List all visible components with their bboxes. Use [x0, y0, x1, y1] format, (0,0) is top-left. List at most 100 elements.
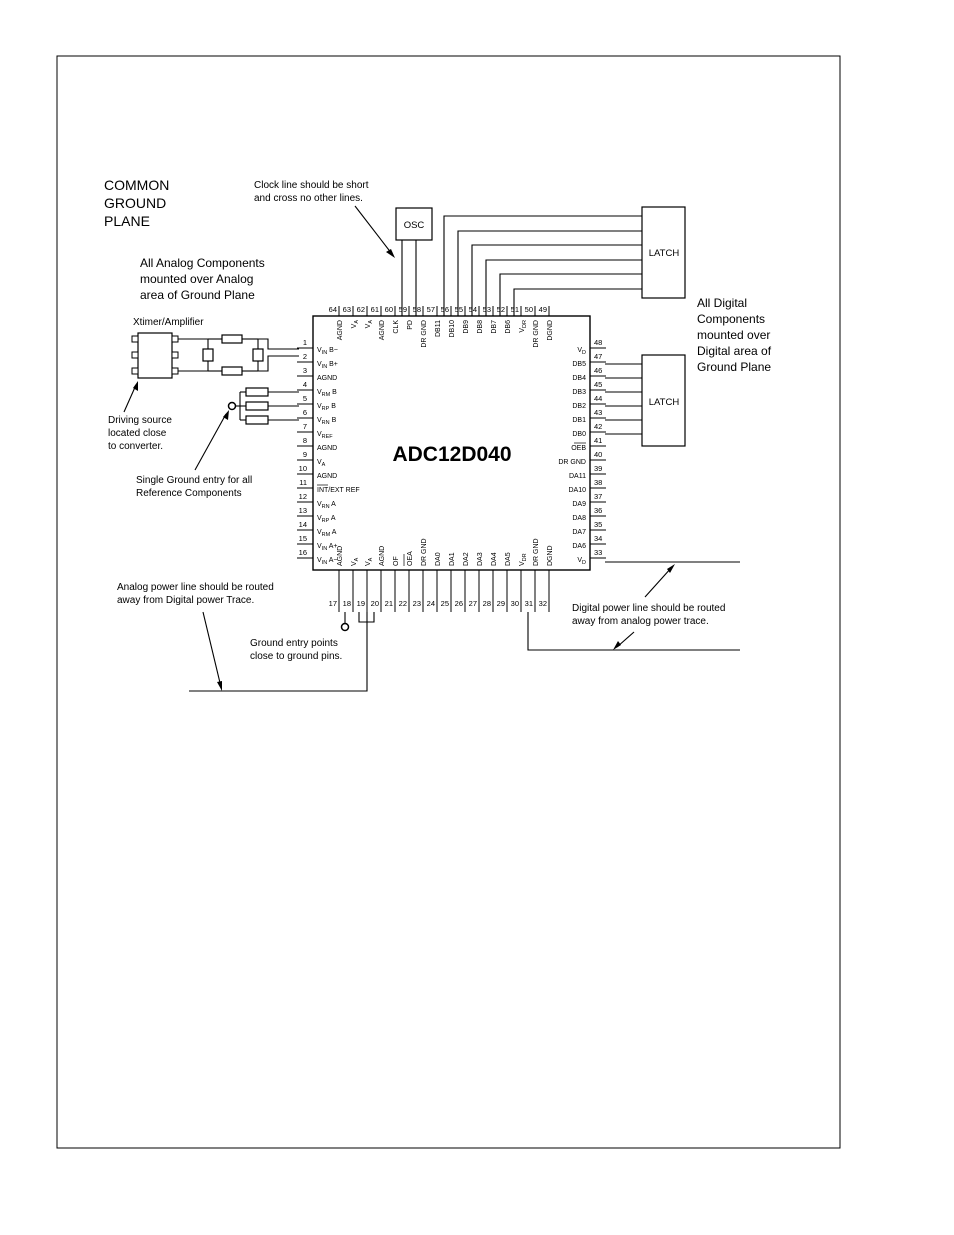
- osc-label: OSC: [404, 220, 425, 231]
- right-pin-signal: DA11: [569, 473, 586, 480]
- right-pin-number: 45: [594, 380, 602, 389]
- right-pin-number: 33: [594, 548, 602, 557]
- bottom-pin-signal: VA: [365, 557, 374, 566]
- bottom-pin-signal: DA2: [463, 552, 470, 566]
- bottom-pin-number: 32: [539, 599, 547, 608]
- digital-note-line-3: mounted over: [697, 328, 770, 342]
- ground-entry-line-2: close to ground pins.: [250, 651, 342, 662]
- left-pin-number: 4: [303, 380, 307, 389]
- top-pin-number: 56: [441, 305, 449, 314]
- top-pin-signal: DB10: [449, 320, 456, 338]
- digital-note-line-4: Digital area of: [697, 344, 772, 358]
- left-pin-signal: VRP B: [317, 403, 336, 412]
- bottom-pin-number: 25: [441, 599, 449, 608]
- left-pin-signal: AGND: [317, 473, 337, 480]
- right-pin-number: 47: [594, 352, 602, 361]
- left-pin-signal: VIN B+: [317, 361, 338, 370]
- pin19-bracket: [358, 612, 375, 623]
- top-pin-number: 64: [329, 305, 337, 314]
- digital-power-arrowhead-down: [613, 641, 621, 650]
- left-pin-number: 6: [303, 408, 307, 417]
- bottom-pin-number: 18: [343, 599, 351, 608]
- clock-note-line-1: Clock line should be short: [254, 180, 369, 191]
- left-pin-signal: AGND: [317, 375, 337, 382]
- right-pin-signal: DR GND: [558, 459, 586, 466]
- top-pin-number: 59: [399, 305, 407, 314]
- top-pin-signal: DB11: [435, 320, 442, 337]
- top-pin-number: 52: [497, 305, 505, 314]
- bottom-pin-signal: DA0: [435, 552, 442, 566]
- left-pin-signal: VIN A−: [317, 557, 338, 566]
- right-pin-number: 44: [594, 394, 602, 403]
- driving-source-arrowhead: [133, 381, 138, 391]
- analog-power-arrowhead: [217, 681, 222, 691]
- bottom-pin-signal: OF: [393, 556, 400, 566]
- bottom-pin-number: 31: [525, 599, 533, 608]
- right-pin-number: 42: [594, 422, 602, 431]
- left-pin-number: 14: [299, 520, 307, 529]
- single-ground-line-1: Single Ground entry for all: [136, 475, 252, 486]
- top-pin-signal: AGND: [379, 320, 386, 340]
- digital-power-arrow-up: [644, 566, 673, 598]
- right-pin-signal: DA7: [572, 529, 586, 536]
- left-pin-signal: VA: [317, 459, 326, 468]
- clock-note-line-2: and cross no other lines.: [254, 193, 363, 204]
- right-pin-number: 35: [594, 520, 602, 529]
- top-pin-number: 54: [469, 305, 477, 314]
- left-pin-number: 16: [299, 548, 307, 557]
- right-pin-number: 40: [594, 450, 602, 459]
- right-pin-signal: DA8: [572, 515, 586, 522]
- top-pin-number: 60: [385, 305, 393, 314]
- bottom-pin-number: 27: [469, 599, 477, 608]
- left-pin-number: 15: [299, 534, 307, 543]
- right-pin-signal: DA10: [568, 487, 586, 494]
- bottom-pin-number: 23: [413, 599, 421, 608]
- bottom-pin-number: 22: [399, 599, 407, 608]
- adc-chip-body: [312, 315, 591, 571]
- right-pin-signal: VD: [577, 557, 586, 566]
- latch-right-box: [641, 354, 686, 447]
- left-pin-signal: VRN A: [317, 501, 336, 510]
- left-pin-number: 5: [303, 394, 307, 403]
- digital-note-line-1: All Digital: [697, 296, 747, 310]
- xtimer-label: Xtimer/Amplifier: [133, 317, 204, 328]
- left-pin-number: 3: [303, 366, 307, 375]
- bottom-pin-number: 17: [329, 599, 337, 608]
- top-pin-number: 49: [539, 305, 547, 314]
- right-pin-signal: DB4: [572, 375, 586, 382]
- left-pin-signal: AGND: [317, 445, 337, 452]
- left-pin-number: 7: [303, 422, 307, 431]
- bottom-pin-number: 29: [497, 599, 505, 608]
- driving-source-arrow: [123, 384, 137, 413]
- top-pin-signal: VDR: [519, 320, 528, 333]
- ground-entry-line-1: Ground entry points: [250, 638, 338, 649]
- right-pin-number: 43: [594, 408, 602, 417]
- single-ground-line-2: Reference Components: [136, 488, 242, 499]
- analog-note-line-2: mounted over Analog: [140, 272, 253, 286]
- analog-note-line-3: area of Ground Plane: [140, 288, 255, 302]
- top-pin-number: 57: [427, 305, 435, 314]
- left-pin-signal: VIN B−: [317, 347, 338, 356]
- bottom-pin-signal: VDR: [519, 553, 528, 566]
- right-pin-signal: DB3: [572, 389, 586, 396]
- right-pin-number: 37: [594, 492, 602, 501]
- bottom-pin-number: 20: [371, 599, 379, 608]
- bottom-pin-signal: DA1: [449, 552, 456, 566]
- digital-power-line-2: away from analog power trace.: [572, 616, 709, 627]
- top-pin-number: 53: [483, 305, 491, 314]
- top-data-bus: [443, 215, 642, 316]
- top-pin-signal: PD: [407, 320, 414, 330]
- driving-source-line-1: Driving source: [108, 415, 172, 426]
- right-pin-number: 48: [594, 338, 602, 347]
- bottom-pin-number: 21: [385, 599, 393, 608]
- analog-power-arrow: [202, 611, 222, 688]
- right-pin-signal: DA9: [572, 501, 586, 508]
- left-pin-signal: VRM B: [317, 389, 337, 398]
- bottom-pin-number: 19: [357, 599, 365, 608]
- top-pin-number: 62: [357, 305, 365, 314]
- right-pin-number: 38: [594, 478, 602, 487]
- digital-note-line-2: Components: [697, 312, 765, 326]
- left-pin-signal: VREF: [317, 431, 333, 440]
